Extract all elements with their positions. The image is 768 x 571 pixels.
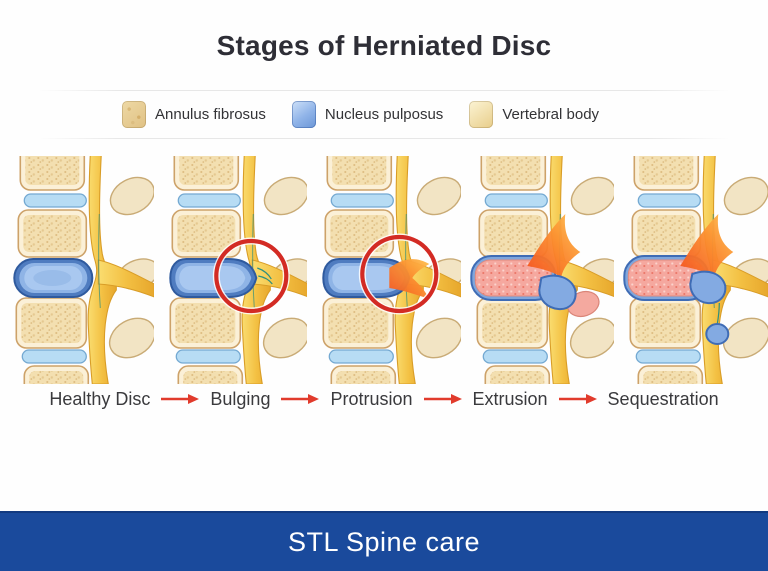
- stage-illustration-sequestration: [614, 156, 768, 384]
- stage-labels-row: Healthy Disc Bulging Protrusion Extrusio…: [0, 385, 768, 413]
- stage-label-bulging: Bulging: [210, 388, 271, 409]
- footer-banner: STL Spine care: [0, 511, 768, 571]
- legend-item-nucleus-pulposus: Nucleus pulposus: [291, 101, 444, 128]
- stage-illustration-protrusion: [307, 156, 461, 384]
- footer-brand-text: STL Spine care: [287, 526, 481, 557]
- legend: Annulus fibrosus Nucleus pulposus Verteb…: [38, 90, 730, 139]
- right-arrow-icon: [423, 393, 462, 405]
- stage-illustration-healthy-disc: [0, 156, 154, 384]
- right-arrow-icon: [161, 393, 200, 405]
- stage-illustration-extrusion: [461, 156, 615, 384]
- legend-label: Vertebral body: [502, 106, 600, 123]
- stage-label-extrusion: Extrusion: [472, 388, 548, 409]
- stage-illustration-bulging: [154, 156, 308, 384]
- annulus-fibrosus-swatch-icon: [122, 101, 146, 128]
- page-title: Stages of Herniated Disc: [216, 30, 552, 61]
- stage-illustrations: [0, 156, 768, 384]
- legend-label: Annulus fibrosus: [155, 106, 266, 123]
- legend-label: Nucleus pulposus: [324, 106, 444, 123]
- stage-label-sequestration: Sequestration: [607, 388, 719, 409]
- nucleus-pulposus-swatch-icon: [291, 101, 316, 128]
- legend-item-annulus-fibrosus: Annulus fibrosus: [122, 101, 266, 128]
- right-arrow-icon: [281, 393, 320, 405]
- vertebral-body-swatch-icon: [469, 101, 494, 128]
- right-arrow-icon: [558, 393, 597, 405]
- stage-label-healthy-disc: Healthy Disc: [49, 388, 151, 409]
- legend-item-vertebral-body: Vertebral body: [469, 101, 599, 128]
- stage-label-protrusion: Protrusion: [330, 388, 413, 409]
